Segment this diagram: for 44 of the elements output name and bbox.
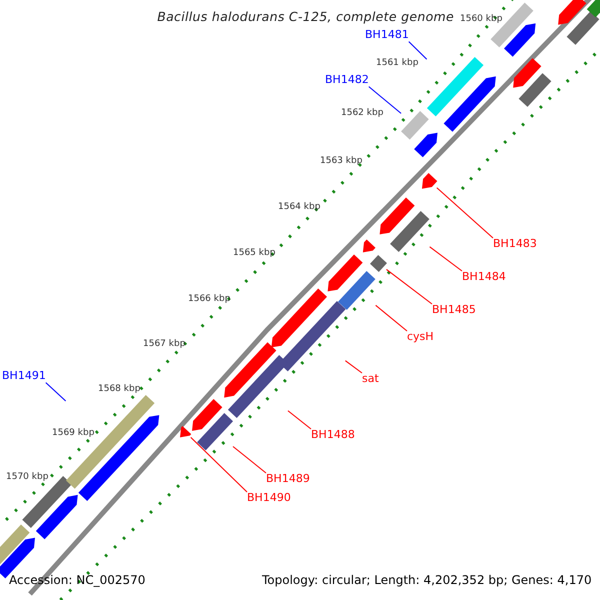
tick-label: 1567 kbp (143, 339, 186, 350)
gene-block (422, 173, 437, 189)
gene-label: cysH (407, 331, 434, 344)
gene-label: BH1482 (325, 74, 369, 87)
gene-label: BH1483 (493, 238, 537, 251)
tick-label: 1569 kbp (52, 428, 94, 438)
gene-block (401, 110, 429, 140)
tick-label: 1561 kbp (376, 58, 418, 68)
leader-line (232, 446, 266, 474)
leader-line (344, 360, 362, 374)
gene-block (390, 211, 430, 253)
leader-line (368, 86, 402, 114)
gene-label: BH1481 (365, 29, 409, 42)
gene-block (338, 270, 376, 310)
gene-label: BH1490 (247, 492, 291, 505)
tick-label: 1566 kbp (188, 294, 230, 304)
genome-summary: Topology: circular; Length: 4,202,352 bp; Genes: 4,170 (262, 574, 592, 588)
gene-label: BH1489 (266, 473, 310, 486)
gene-block (180, 426, 191, 438)
leader-line (408, 41, 428, 60)
leader-line (429, 246, 462, 272)
tick-label: 1563 kbp (320, 156, 362, 166)
gene-label: BH1484 (462, 271, 506, 284)
leader-line (190, 436, 248, 492)
gene-block (426, 57, 484, 117)
leader-line (287, 410, 312, 430)
leader-line (375, 304, 408, 332)
accession-label: Accession: NC_002570 (9, 574, 146, 588)
tick-label: 1564 kbp (278, 202, 320, 212)
title: Bacillus halodurans C-125, complete genome (157, 10, 454, 24)
tick-label: 1565 kbp (233, 248, 276, 258)
gene-label: BH1485 (432, 304, 476, 317)
gene-block (370, 254, 386, 272)
tick-label: 1568 kbp (98, 384, 140, 394)
gene-block (196, 413, 234, 451)
leader-line (436, 187, 494, 238)
leader-line (386, 268, 432, 304)
tick-label: 1570 kbp (6, 472, 48, 482)
tick-label: 1560 kbp (460, 14, 502, 24)
gene-label: BH1491 (2, 370, 46, 383)
leader-line (45, 382, 66, 402)
gene-label: sat (362, 373, 379, 386)
tick-label: 1562 kbp (341, 108, 384, 118)
gene-label: BH1488 (311, 429, 355, 442)
